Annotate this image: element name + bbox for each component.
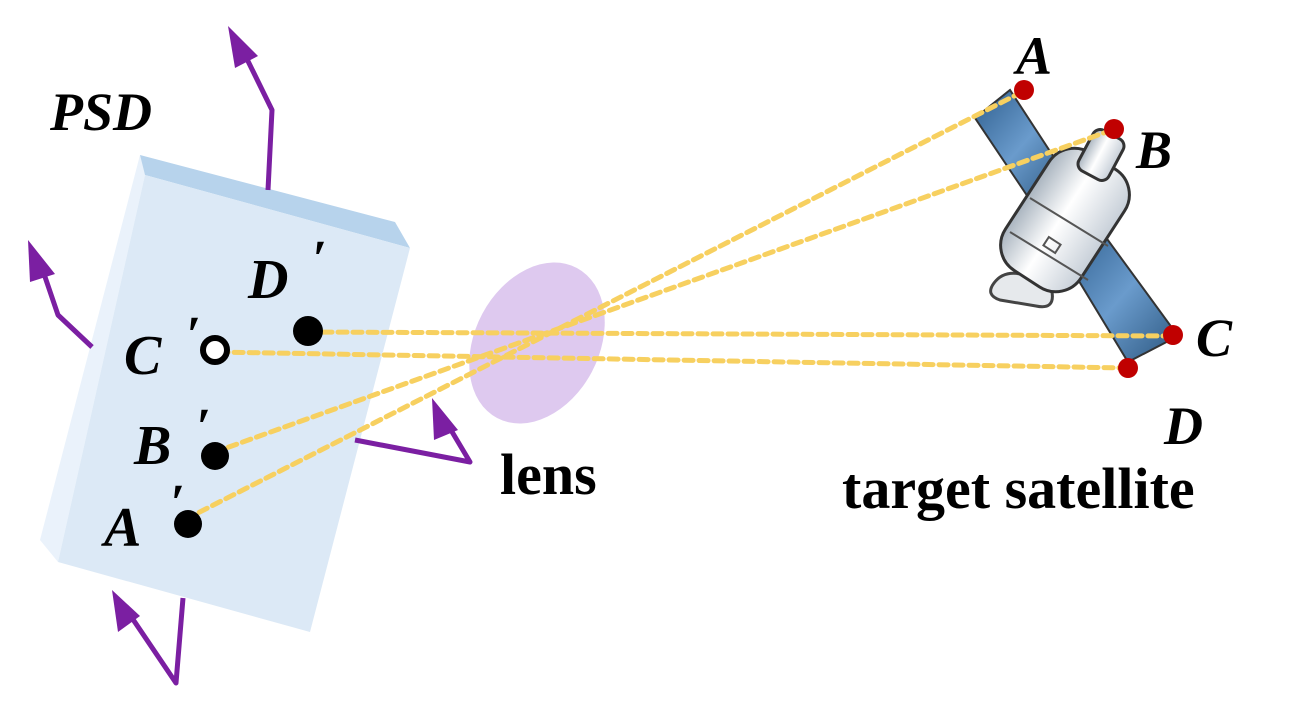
body-seam-2 <box>1009 231 1089 281</box>
psd-detector <box>40 155 410 632</box>
marker-c <box>1163 325 1183 345</box>
arrow-left <box>28 240 94 349</box>
ray-a <box>185 89 1025 521</box>
psd-label: PSD <box>49 82 152 142</box>
psd-left-edge <box>40 155 145 562</box>
image-label-c-prime: ′ <box>186 307 201 364</box>
light-rays <box>185 89 1175 521</box>
image-label-d: D <box>247 249 288 311</box>
image-label-c: C <box>124 325 162 387</box>
ray-b <box>212 127 1115 455</box>
satellite-label-b: B <box>1135 120 1172 180</box>
satellite-label-c: C <box>1196 308 1233 368</box>
lens-label: lens <box>500 442 597 507</box>
satellite-label-a: A <box>1013 26 1052 86</box>
satellite-engine <box>989 271 1054 309</box>
marker-b <box>1104 119 1124 139</box>
body-hatch <box>1042 235 1062 255</box>
psd-rotation-arrows <box>28 26 473 686</box>
psd-top-edge <box>140 155 410 248</box>
marker-d <box>1118 358 1138 378</box>
ray-c <box>305 329 1175 339</box>
marker-a <box>1014 80 1034 100</box>
target-satellite-label: target satellite <box>842 456 1195 521</box>
image-label-a-prime: ′ <box>170 475 185 532</box>
arrow-top <box>228 26 275 191</box>
arrow-bottom <box>112 590 186 686</box>
image-spots <box>174 316 323 538</box>
target-satellite <box>973 88 1180 364</box>
satellite-markers <box>1014 80 1183 378</box>
image-label-d-prime: ′ <box>312 231 327 288</box>
image-label-b: B <box>133 415 171 477</box>
satellite-label-d: D <box>1163 396 1203 456</box>
spot-b-prime <box>201 442 229 470</box>
lens <box>469 262 605 424</box>
image-label-b-prime: ′ <box>196 399 211 456</box>
spot-d-prime <box>293 316 323 346</box>
spot-c-prime <box>200 335 230 365</box>
spot-a-prime <box>174 510 202 538</box>
ray-d <box>212 349 1131 371</box>
body-seam-1 <box>1029 197 1109 247</box>
arrow-right <box>354 398 473 465</box>
image-label-a: A <box>101 497 141 559</box>
psd-face <box>58 175 410 632</box>
